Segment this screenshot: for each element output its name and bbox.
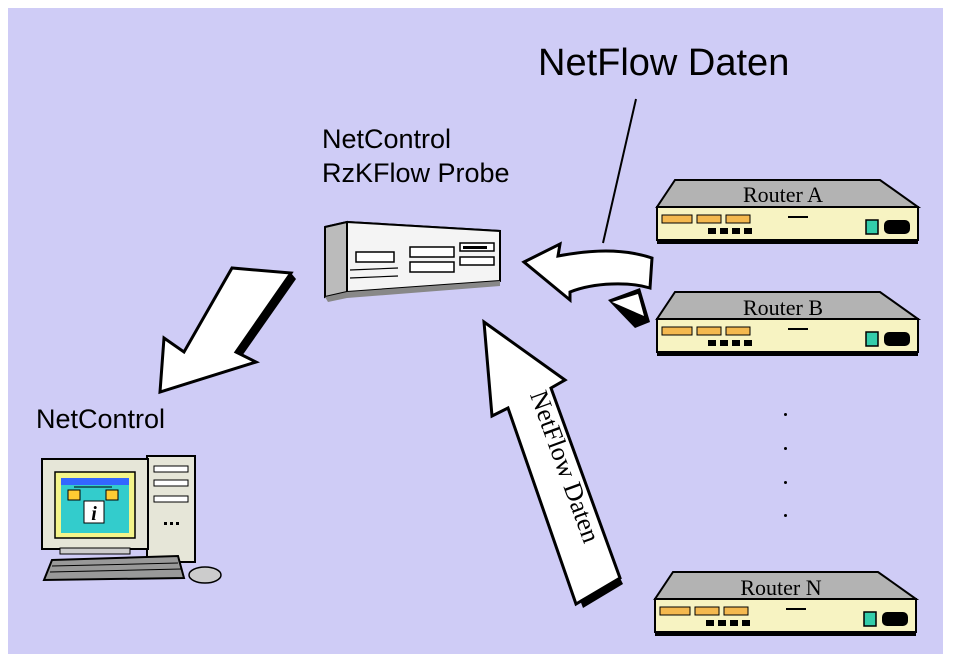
callout-line	[602, 98, 637, 244]
router-b-label: Router B	[742, 295, 824, 320]
server-box-icon	[324, 220, 501, 302]
router-n-label: Router N	[740, 575, 822, 600]
svg-text:i: i	[91, 503, 97, 525]
netflow-arrow	[482, 318, 623, 608]
router-a	[655, 179, 922, 244]
workstation-computer-icon: i	[41, 455, 222, 584]
router-n	[653, 571, 920, 636]
ellipsis-dot	[784, 413, 787, 416]
router-b	[655, 291, 922, 356]
ellipsis-dot	[784, 447, 787, 450]
router-a-label: Router A	[742, 182, 824, 207]
netflow-daten-label: NetFlow Daten	[538, 42, 790, 84]
ellipsis-dot	[784, 481, 787, 484]
arrow-to-netcontrol	[158, 266, 296, 395]
probe-title-line2: RzKFlow Probe	[322, 158, 510, 188]
ellipsis-dot	[784, 514, 787, 517]
netcontrol-label: NetControl	[36, 404, 166, 434]
curved-arrow	[521, 241, 654, 328]
probe-title-line1: NetControl	[322, 124, 452, 154]
